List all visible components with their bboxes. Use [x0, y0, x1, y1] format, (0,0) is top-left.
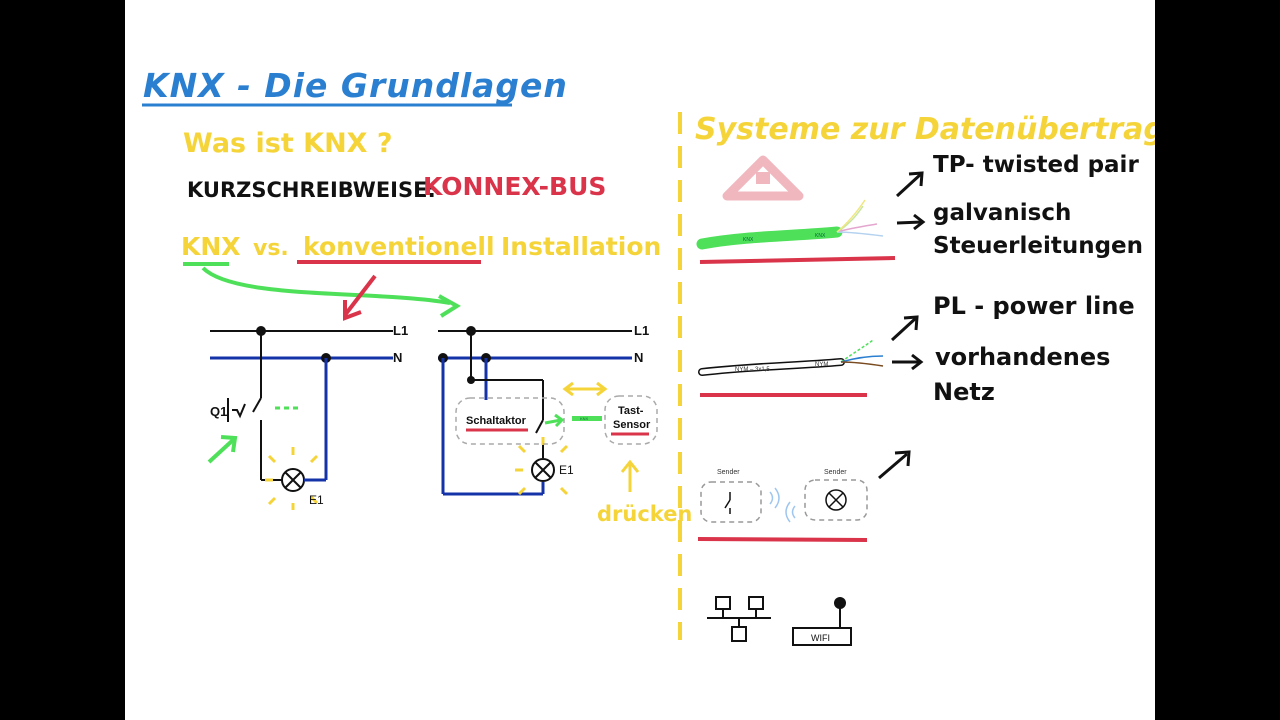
compare-installation: Installation: [501, 232, 662, 261]
short-value: KONNEX-BUS: [423, 172, 607, 201]
pl-line2: vorhandenes: [935, 343, 1111, 371]
tp-line3: Steuerleitungen: [933, 233, 1144, 259]
tp-underline: [699, 256, 896, 264]
compare-conventional: konventionell: [303, 232, 495, 261]
press-label: drücken: [597, 502, 693, 526]
sensor-label-1: Tast-: [618, 405, 644, 417]
tp-line2: galvanisch: [933, 200, 1072, 226]
right-lamp-glow: [515, 437, 569, 496]
right-heading: Systeme zur Datenübertragung: [695, 112, 1155, 147]
sender-label-a: Sender: [717, 469, 740, 476]
network-icon: [707, 596, 771, 642]
left-lamp-glow: [265, 447, 319, 510]
q1-label: Q1: [210, 404, 227, 419]
sender-box-b: [804, 479, 868, 521]
pl-line3: Netz: [933, 378, 995, 406]
wireless-lamp-icon: [825, 489, 847, 511]
right-switch: [535, 419, 544, 434]
compare-knx: KNX: [181, 232, 241, 261]
left-l1-label: L1: [393, 323, 408, 338]
knx-cable-label: KNX: [580, 416, 589, 421]
whiteboard: KNX - Die Grundlagen Was ist KNX ? KURZS…: [125, 0, 1155, 720]
sensor-label-2: Sensor: [613, 419, 651, 431]
tp-line1: TP- twisted pair: [933, 152, 1139, 178]
page-title: KNX - Die Grundlagen: [143, 66, 568, 105]
knx-cable-small: [572, 416, 602, 421]
right-e1-label: E1: [559, 463, 574, 477]
wifi-label: WIFI: [811, 633, 830, 643]
compare-vs: vs.: [253, 236, 289, 261]
warning-sign: [722, 155, 804, 201]
left-switch: [252, 397, 262, 413]
right-l1-label: L1: [634, 323, 649, 338]
wireless-underline: [697, 537, 868, 542]
nym-print-b: NYM: [815, 362, 828, 368]
nym-print-a: NYM – 3x1,5: [735, 367, 770, 373]
red-arrow: [343, 274, 377, 317]
tp-cable: [696, 226, 843, 250]
short-label: KURZSCHREIBWEISE:: [187, 178, 436, 202]
tp-cable-print-b: KNX: [815, 233, 826, 239]
left-n-label: N: [393, 350, 402, 365]
right-n-label: N: [634, 350, 643, 365]
diagram-canvas: E1 Q1 L1 N E1 L1 N Schaltaktor: [183, 112, 926, 646]
left-green-arrow: [207, 438, 235, 464]
sender-label-b: Sender: [824, 469, 847, 476]
pl-line1: PL - power line: [933, 292, 1135, 320]
nym-cable: [699, 359, 844, 375]
title-underline: [142, 103, 512, 107]
actuator-label: Schaltaktor: [466, 415, 527, 427]
sender-box-a: [700, 481, 762, 523]
knx-curve-arrowhead: [438, 294, 461, 318]
wifi-router-icon: [792, 597, 852, 646]
left-e1-label: E1: [309, 493, 324, 507]
actuator-box: [455, 397, 565, 445]
knx-curve-arrow: [201, 266, 451, 305]
tp-cable-print-a: KNX: [743, 237, 754, 243]
red-arrowhead: [343, 300, 362, 321]
question-heading: Was ist KNX ?: [183, 128, 393, 159]
sensor-box: [604, 395, 658, 445]
